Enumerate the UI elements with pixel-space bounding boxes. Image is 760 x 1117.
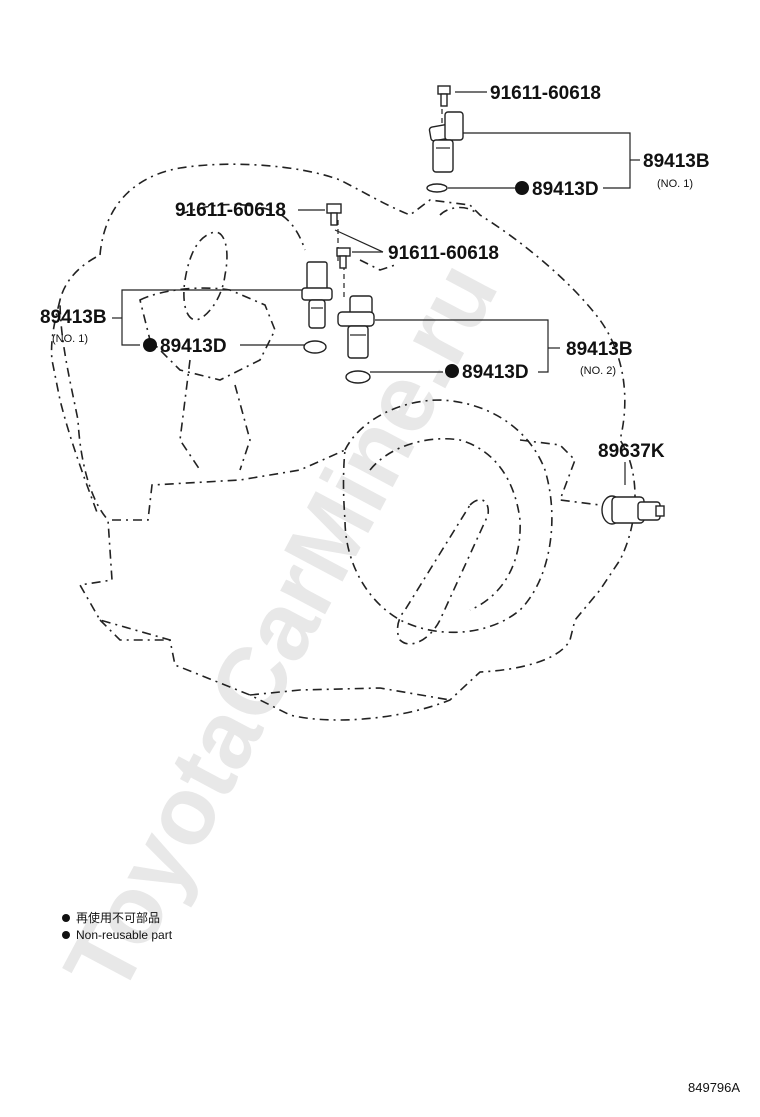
- sensor-icon: [301, 261, 333, 329]
- non-reusable-dot-icon: [515, 181, 529, 195]
- o-ring-icon: [345, 370, 371, 384]
- callout-bolt-left: 91611-60618: [175, 200, 286, 221]
- leader-lines: [112, 91, 640, 485]
- callout-sensor-left: 89413B: [40, 307, 107, 328]
- sensor-icon: [337, 295, 375, 359]
- reference-number: 849796A: [688, 1080, 740, 1095]
- callout-oring-left: 89413D: [160, 336, 227, 357]
- callout-oring-right: 89413D: [462, 362, 529, 383]
- callout-sensor-right: 89413B: [566, 339, 633, 360]
- sensor-icon: [428, 111, 464, 173]
- callout-sensor-left-note: (NO. 1): [52, 333, 88, 345]
- bolt-icon: [326, 203, 342, 226]
- callout-bolt-mid: 91611-60618: [388, 243, 499, 264]
- legend-dot-icon: [62, 914, 70, 922]
- watermark: ToyotaCarMine.ru: [44, 245, 518, 1010]
- callout-oring-upper: 89413D: [532, 179, 599, 200]
- o-ring-icon: [426, 183, 448, 193]
- callout-sensor-upper: 89413B: [643, 151, 710, 172]
- callout-speed-sensor: 89637K: [598, 441, 665, 462]
- legend-dot-icon: [62, 931, 70, 939]
- non-reusable-dot-icon: [143, 338, 157, 352]
- legend: 再使用不可部品 Non-reusable part: [62, 910, 173, 942]
- legend-line-en: Non-reusable part: [76, 928, 173, 942]
- o-ring-icon: [303, 340, 327, 354]
- legend-line-jp: 再使用不可部品: [76, 910, 160, 925]
- bolt-icon: [437, 85, 451, 107]
- bolt-icon: [336, 247, 351, 269]
- callout-sensor-upper-note: (NO. 1): [657, 178, 693, 190]
- speed-sensor-icon: [601, 495, 665, 525]
- callout-bolt-top: 91611-60618: [490, 83, 601, 104]
- callout-sensor-right-note: (NO. 2): [580, 365, 616, 377]
- non-reusable-dot-icon: [445, 364, 459, 378]
